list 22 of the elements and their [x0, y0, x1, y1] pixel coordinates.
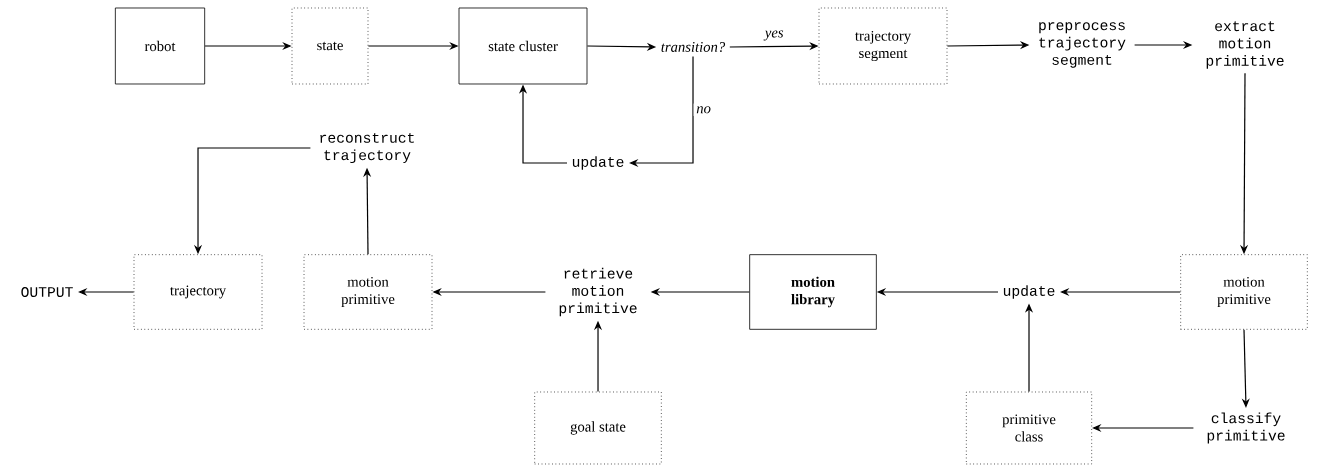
data-box: state — [291, 7, 369, 85]
data-box: trajectory segment — [818, 7, 948, 85]
data-box: motion primitive — [303, 254, 433, 330]
arrow — [629, 55, 694, 168]
data-box: trajectory — [133, 254, 263, 330]
step-text: classify primitive — [1207, 412, 1285, 444]
step-text: reconstruct trajectory — [320, 132, 414, 164]
step-text: retrieve motion primitive — [559, 267, 637, 317]
step-text: update — [1003, 285, 1055, 299]
step-text: OUTPUT — [21, 287, 73, 297]
edge-label: no — [693, 103, 714, 116]
step-text: extract motion primitive — [1206, 21, 1284, 69]
data-box: motion primitive — [1180, 254, 1308, 330]
step-text: preprocess trajectory segment — [1039, 22, 1126, 68]
process-box: state cluster — [458, 7, 588, 85]
data-box: goal state — [534, 391, 662, 465]
data-box: primitive class — [965, 391, 1093, 465]
library-box: motion library — [749, 254, 877, 330]
step-text: update — [572, 156, 624, 170]
decision-text: transition? — [661, 42, 726, 52]
process-box: robot — [114, 7, 206, 85]
edge-label: yes — [762, 27, 787, 44]
